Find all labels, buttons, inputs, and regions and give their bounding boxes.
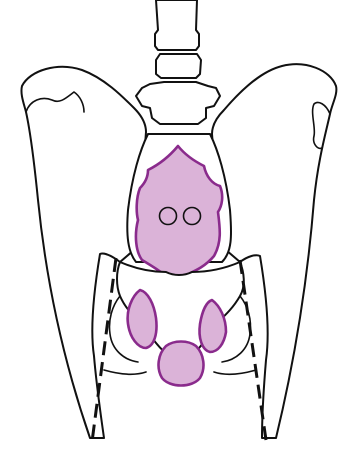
left-ilium bbox=[21, 67, 146, 438]
left-ischial-line bbox=[104, 370, 146, 374]
lumbar-vertebra-l5 bbox=[136, 82, 220, 124]
lumbar-vertebra-l4 bbox=[156, 54, 201, 78]
coccyx-highlight bbox=[159, 342, 204, 386]
spine bbox=[136, 0, 220, 124]
spine-upper-segment bbox=[155, 0, 199, 50]
right-ilium bbox=[212, 64, 336, 438]
right-ischial-line bbox=[214, 370, 256, 374]
